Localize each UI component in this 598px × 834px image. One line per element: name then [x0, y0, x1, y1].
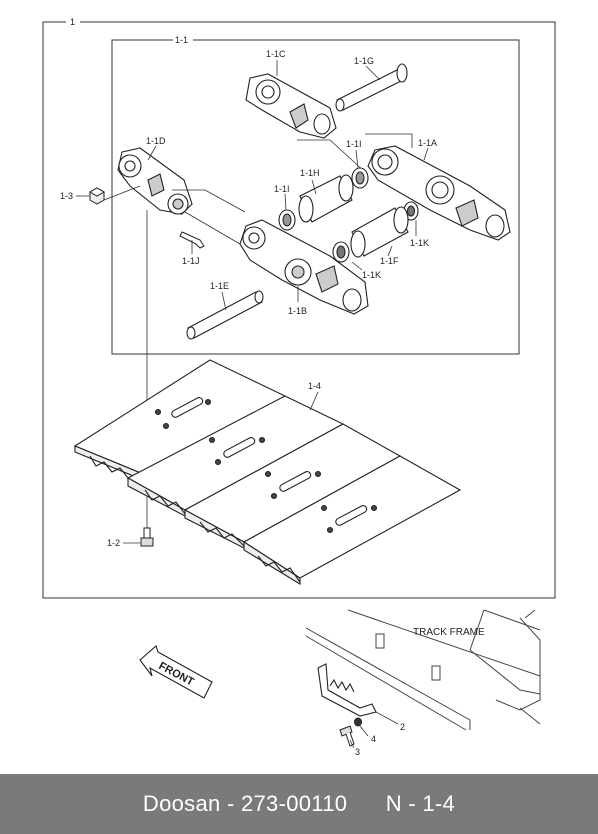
link-1-1d [117, 147, 193, 215]
label-1: 1 [70, 17, 75, 27]
label-1-1e: 1-1E [210, 281, 229, 291]
label-1-1b: 1-1B [288, 306, 307, 316]
label-1-1i-top: 1-1I [346, 139, 362, 149]
track-shoes-1-4 [73, 359, 462, 585]
link-1-1b [239, 219, 369, 315]
seal-1-1k-mid [332, 241, 350, 263]
label-inset-3: 3 [355, 747, 360, 757]
label-1-1: 1-1 [175, 35, 188, 45]
link-1-1c [245, 73, 337, 139]
label-1-1c: 1-1C [266, 49, 286, 59]
footer-bar: Doosan - 273-00110 N - 1-4 [0, 774, 598, 834]
label-1-1d: 1-1D [146, 136, 166, 146]
label-1-1f: 1-1F [380, 256, 399, 266]
washer-4 [354, 717, 362, 727]
label-1-1i-left: 1-1I [274, 184, 290, 194]
label-1-1g: 1-1G [354, 56, 374, 66]
front-arrow [139, 645, 213, 699]
label-inset-2: 2 [400, 722, 405, 732]
label-1-2: 1-2 [107, 538, 120, 548]
outer-frame [42, 21, 556, 599]
label-1-1k-right: 1-1K [410, 238, 429, 248]
track-frame [305, 609, 541, 731]
label-1-4: 1-4 [308, 381, 321, 391]
pin-1-1g [335, 63, 408, 112]
parts-diagram: 1 1-1 1-1C 1-1G 1-1A 1-1I [42, 17, 556, 757]
bolt-3 [339, 725, 355, 747]
footer-brand: Doosan [142, 791, 221, 816]
nut-1-3 [88, 187, 106, 205]
bolt-1-2 [140, 527, 154, 547]
label-1-1h: 1-1H [300, 168, 320, 178]
pin-1-1e [186, 290, 264, 340]
bushing-1-1f [350, 206, 409, 258]
label-1-1k-mid: 1-1K [362, 270, 381, 280]
footer-reference: N - 1-4 [385, 791, 456, 816]
label-1-3: 1-3 [60, 191, 73, 201]
label-1-1a: 1-1A [418, 138, 437, 148]
label-inset-4: 4 [371, 734, 376, 744]
seal-1-1i-top [351, 167, 369, 189]
footer-part-number: 273-00110 [240, 791, 348, 816]
track-frame-label: TRACK FRAME [413, 627, 485, 638]
bracket-2 [317, 663, 377, 717]
seal-1-1i-left [278, 209, 296, 231]
bushing-1-1h [298, 174, 354, 223]
label-1-1j: 1-1J [182, 256, 200, 266]
link-1-1a [367, 145, 511, 241]
